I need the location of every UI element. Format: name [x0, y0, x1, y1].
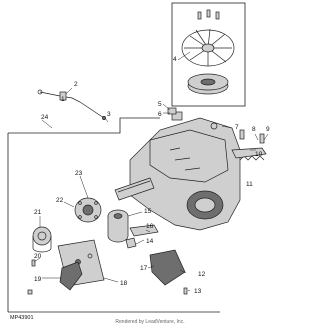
- cam-lever-icon: [59, 261, 83, 291]
- callout-24: 24: [41, 114, 49, 121]
- lever-arm-icon: [231, 147, 267, 159]
- exploded-parts-diagram: 2 3 1 4 5 6 7 8 9 10 11 12 13 14 15 16 1…: [7, 2, 270, 325]
- watermark-text: Rendered by LeadVenture, Inc.: [115, 319, 184, 325]
- guard-icon: [149, 249, 186, 286]
- hub-icon: [74, 197, 102, 223]
- linkage-rod-icon: [37, 89, 106, 120]
- callout-20: 20: [34, 253, 42, 260]
- callout-16: 16: [146, 223, 154, 230]
- callout-21: 21: [34, 209, 42, 216]
- bolts-icon: [197, 9, 220, 20]
- axle-shaft-icon: [114, 177, 155, 201]
- callout-3: 3: [107, 111, 111, 118]
- seal-icon: [32, 226, 52, 253]
- bracket-icon: [129, 224, 159, 237]
- callout-10: 10: [255, 151, 263, 158]
- callout-5: 5: [158, 101, 162, 108]
- main-assembly-frame-top: [8, 117, 160, 134]
- fittings-icon: [167, 107, 265, 144]
- filter-icon: [107, 209, 129, 243]
- fan-icon: [181, 28, 235, 67]
- callout-labels: 2 3 1 4 5 6 7 8 9 10 11 12 13 14 15 16 1…: [34, 56, 270, 295]
- callout-7: 7: [235, 124, 239, 131]
- callout-9: 9: [266, 126, 270, 133]
- callout-19: 19: [34, 276, 42, 283]
- callout-6: 6: [158, 111, 162, 118]
- leader-lines: [33, 51, 269, 292]
- callout-1: 1: [61, 96, 65, 103]
- callout-2: 2: [74, 81, 78, 88]
- pulley-icon: [187, 73, 229, 95]
- callout-13: 13: [194, 288, 202, 295]
- callout-8: 8: [252, 126, 256, 133]
- transmission-housing-icon: [129, 111, 241, 231]
- bolt-small-icon: [27, 259, 188, 295]
- callout-22: 22: [56, 197, 64, 204]
- callout-23: 23: [75, 170, 83, 177]
- callout-4: 4: [173, 56, 177, 63]
- diagram-id: MP43901: [10, 315, 34, 321]
- callout-17: 17: [140, 265, 148, 272]
- callout-14: 14: [146, 238, 154, 245]
- fan-pulley-box: [171, 2, 246, 107]
- callout-15: 15: [144, 208, 152, 215]
- callout-18: 18: [120, 280, 128, 287]
- clip-icon: [125, 237, 137, 249]
- callout-11: 11: [246, 181, 253, 188]
- callout-12: 12: [198, 271, 206, 278]
